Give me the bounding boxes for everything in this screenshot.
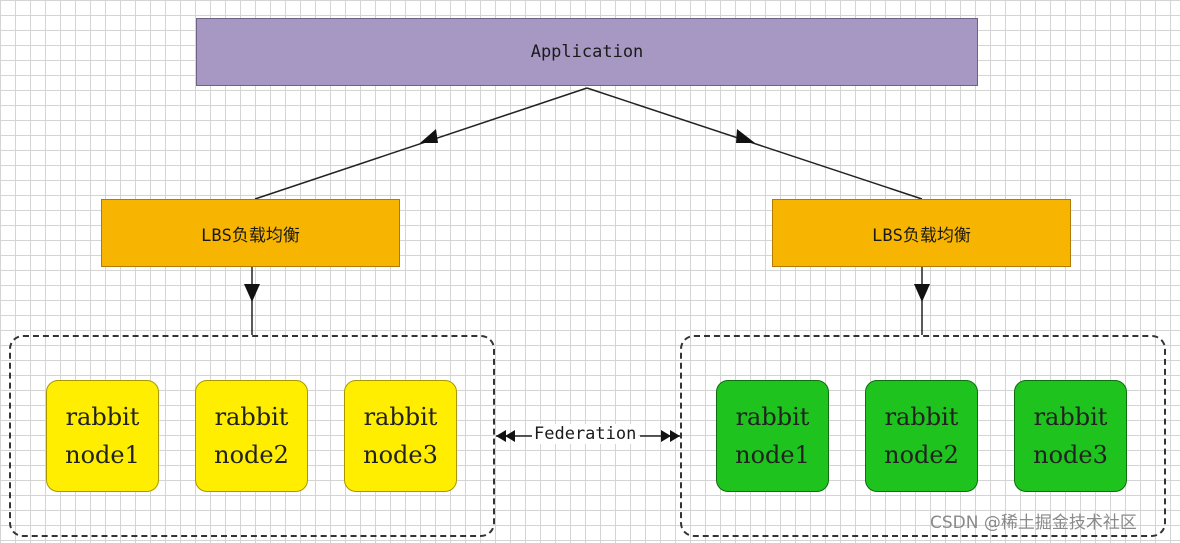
node-name: rabbit — [1033, 403, 1108, 431]
right-rabbit-node1: rabbit node1 — [716, 380, 829, 492]
load-balancer-right: LBS负载均衡 — [772, 199, 1071, 267]
application-box: Application — [196, 18, 978, 86]
node-name: rabbit — [214, 403, 289, 431]
federation-left-arrowhead-2 — [505, 430, 515, 442]
left-rabbit-node1: rabbit node1 — [46, 380, 159, 492]
node-name: rabbit — [65, 403, 140, 431]
federation-right-arrowhead-1 — [670, 430, 680, 442]
load-balancer-right-label: LBS负载均衡 — [872, 225, 971, 246]
node-id: node3 — [1033, 441, 1108, 469]
node-id: node2 — [214, 441, 289, 469]
application-label: Application — [530, 42, 644, 62]
right-rabbit-node3: rabbit node3 — [1014, 380, 1127, 492]
node-id: node1 — [65, 441, 140, 469]
federation-label: Federation — [532, 424, 639, 444]
app-to-left-lbs-line — [254, 87, 588, 200]
left-lbs-arrowhead — [420, 129, 438, 143]
federation-left-arrowhead-1 — [496, 430, 506, 442]
left-cluster-arrowhead — [244, 284, 260, 302]
load-balancer-left: LBS负载均衡 — [101, 199, 400, 267]
cluster-left — [9, 335, 495, 537]
watermark: CSDN @稀土掘金技术社区 — [930, 513, 1137, 533]
node-name: rabbit — [884, 403, 959, 431]
right-lbs-arrowhead — [736, 129, 755, 143]
right-cluster-arrowhead — [914, 284, 930, 302]
left-rabbit-node3: rabbit node3 — [344, 380, 457, 492]
node-name: rabbit — [735, 403, 810, 431]
node-id: node2 — [884, 441, 959, 469]
node-name: rabbit — [363, 403, 438, 431]
node-id: node3 — [363, 441, 438, 469]
app-to-right-lbs-line — [586, 87, 923, 200]
federation-right-arrowhead-2 — [661, 430, 671, 442]
cluster-right — [680, 335, 1166, 537]
left-rabbit-node2: rabbit node2 — [195, 380, 308, 492]
node-id: node1 — [735, 441, 810, 469]
load-balancer-left-label: LBS负载均衡 — [201, 225, 300, 246]
right-rabbit-node2: rabbit node2 — [865, 380, 978, 492]
